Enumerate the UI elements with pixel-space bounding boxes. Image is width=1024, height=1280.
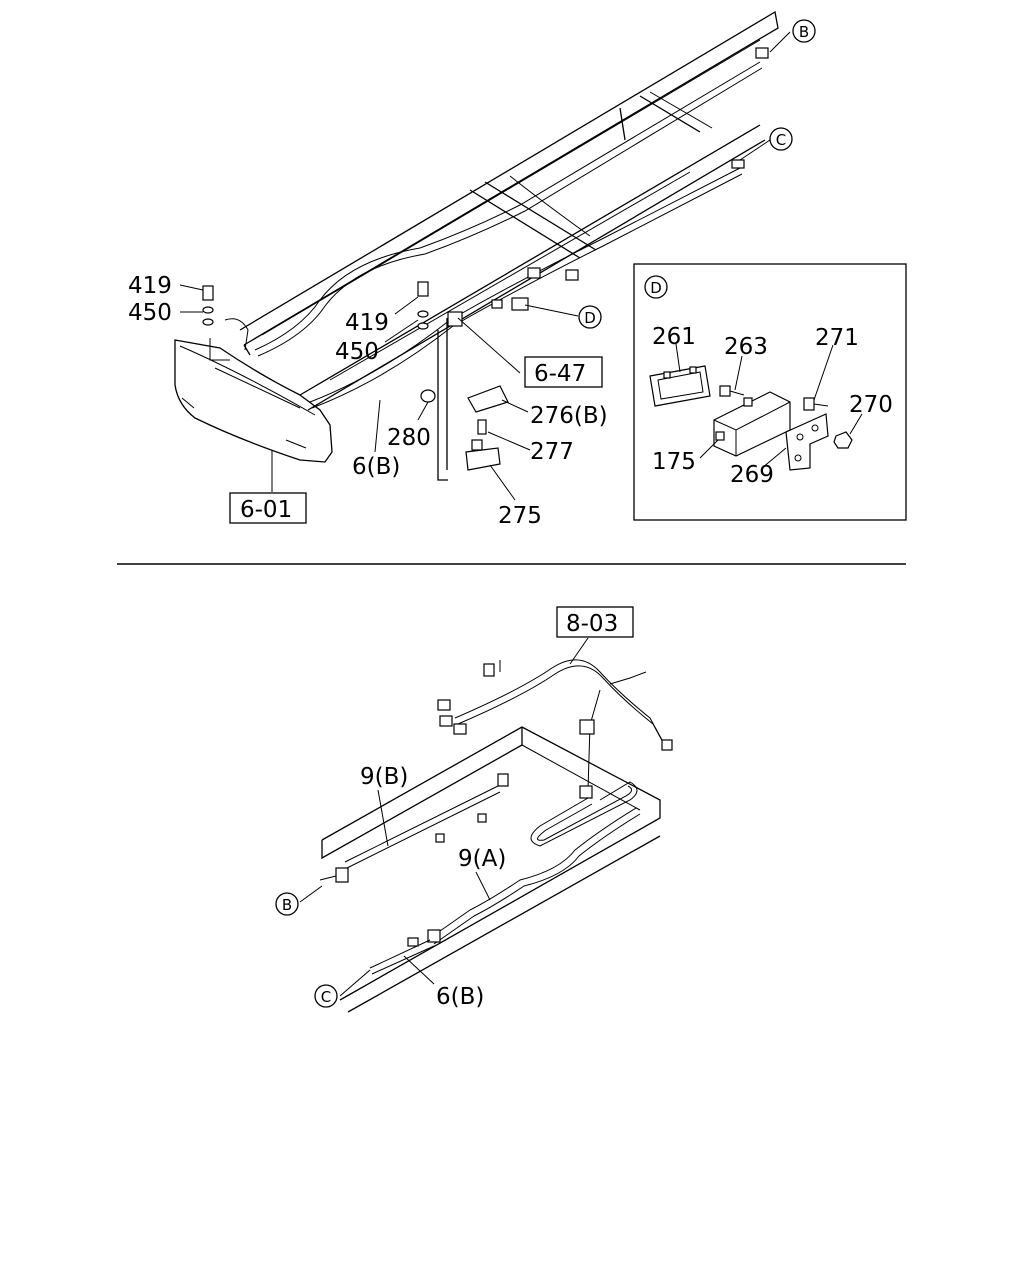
- circle-marker-c-bottom: C: [314, 984, 338, 1008]
- svg-text:C: C: [776, 131, 786, 149]
- circle-marker-b-top: B: [792, 19, 816, 43]
- label-270: 270: [849, 392, 893, 418]
- circle-marker-b-bottom: B: [275, 892, 299, 916]
- harness-8-03: [437, 659, 673, 799]
- label-276b: 276(B): [530, 403, 608, 429]
- svg-text:C: C: [321, 988, 331, 1006]
- harness-9b: [299, 773, 509, 903]
- leader-lines-bottom: [339, 637, 589, 997]
- ref-box-6-47[interactable]: 6-47: [524, 356, 603, 388]
- ref-box-8-03[interactable]: 8-03: [556, 606, 634, 638]
- label-175: 175: [652, 449, 696, 475]
- label-6b-top: 6(B): [352, 454, 400, 480]
- leader-lines-top: [179, 31, 791, 501]
- label-9b: 9(B): [360, 764, 408, 790]
- label-263: 263: [724, 334, 768, 360]
- label-9a: 9(A): [458, 846, 506, 872]
- circle-marker-c-top: C: [769, 127, 793, 151]
- svg-text:B: B: [799, 23, 809, 41]
- circle-marker-d-top: D: [578, 305, 602, 329]
- label-280: 280: [387, 425, 431, 451]
- svg-text:B: B: [282, 896, 292, 914]
- label-419-a: 419: [128, 273, 172, 299]
- label-261: 261: [652, 324, 696, 350]
- label-269: 269: [730, 462, 774, 488]
- ref-box-6-01[interactable]: 6-01: [229, 492, 307, 524]
- ref-label-6-01: 6-01: [240, 497, 292, 523]
- label-275: 275: [498, 503, 542, 529]
- bolt-washer-parts: [202, 281, 509, 471]
- detail-d-box: D 261 263 271 270 17: [633, 263, 907, 521]
- cab-floor-outline: [321, 726, 661, 1013]
- svg-text:D: D: [584, 309, 596, 327]
- label-419-b: 419: [345, 310, 389, 336]
- bumper: [174, 318, 333, 463]
- ref-label-8-03: 8-03: [566, 611, 618, 637]
- ref-label-6-47: 6-47: [534, 361, 586, 387]
- label-277: 277: [530, 439, 574, 465]
- label-271: 271: [815, 325, 859, 351]
- chassis-frame: [239, 10, 779, 481]
- harness-9a-loop: [369, 781, 641, 975]
- label-6b-bottom: 6(B): [436, 984, 484, 1010]
- label-450-a: 450: [128, 300, 172, 326]
- label-450-b: 450: [335, 339, 379, 365]
- svg-text:D: D: [650, 279, 662, 297]
- detail-d-title: D: [644, 275, 668, 299]
